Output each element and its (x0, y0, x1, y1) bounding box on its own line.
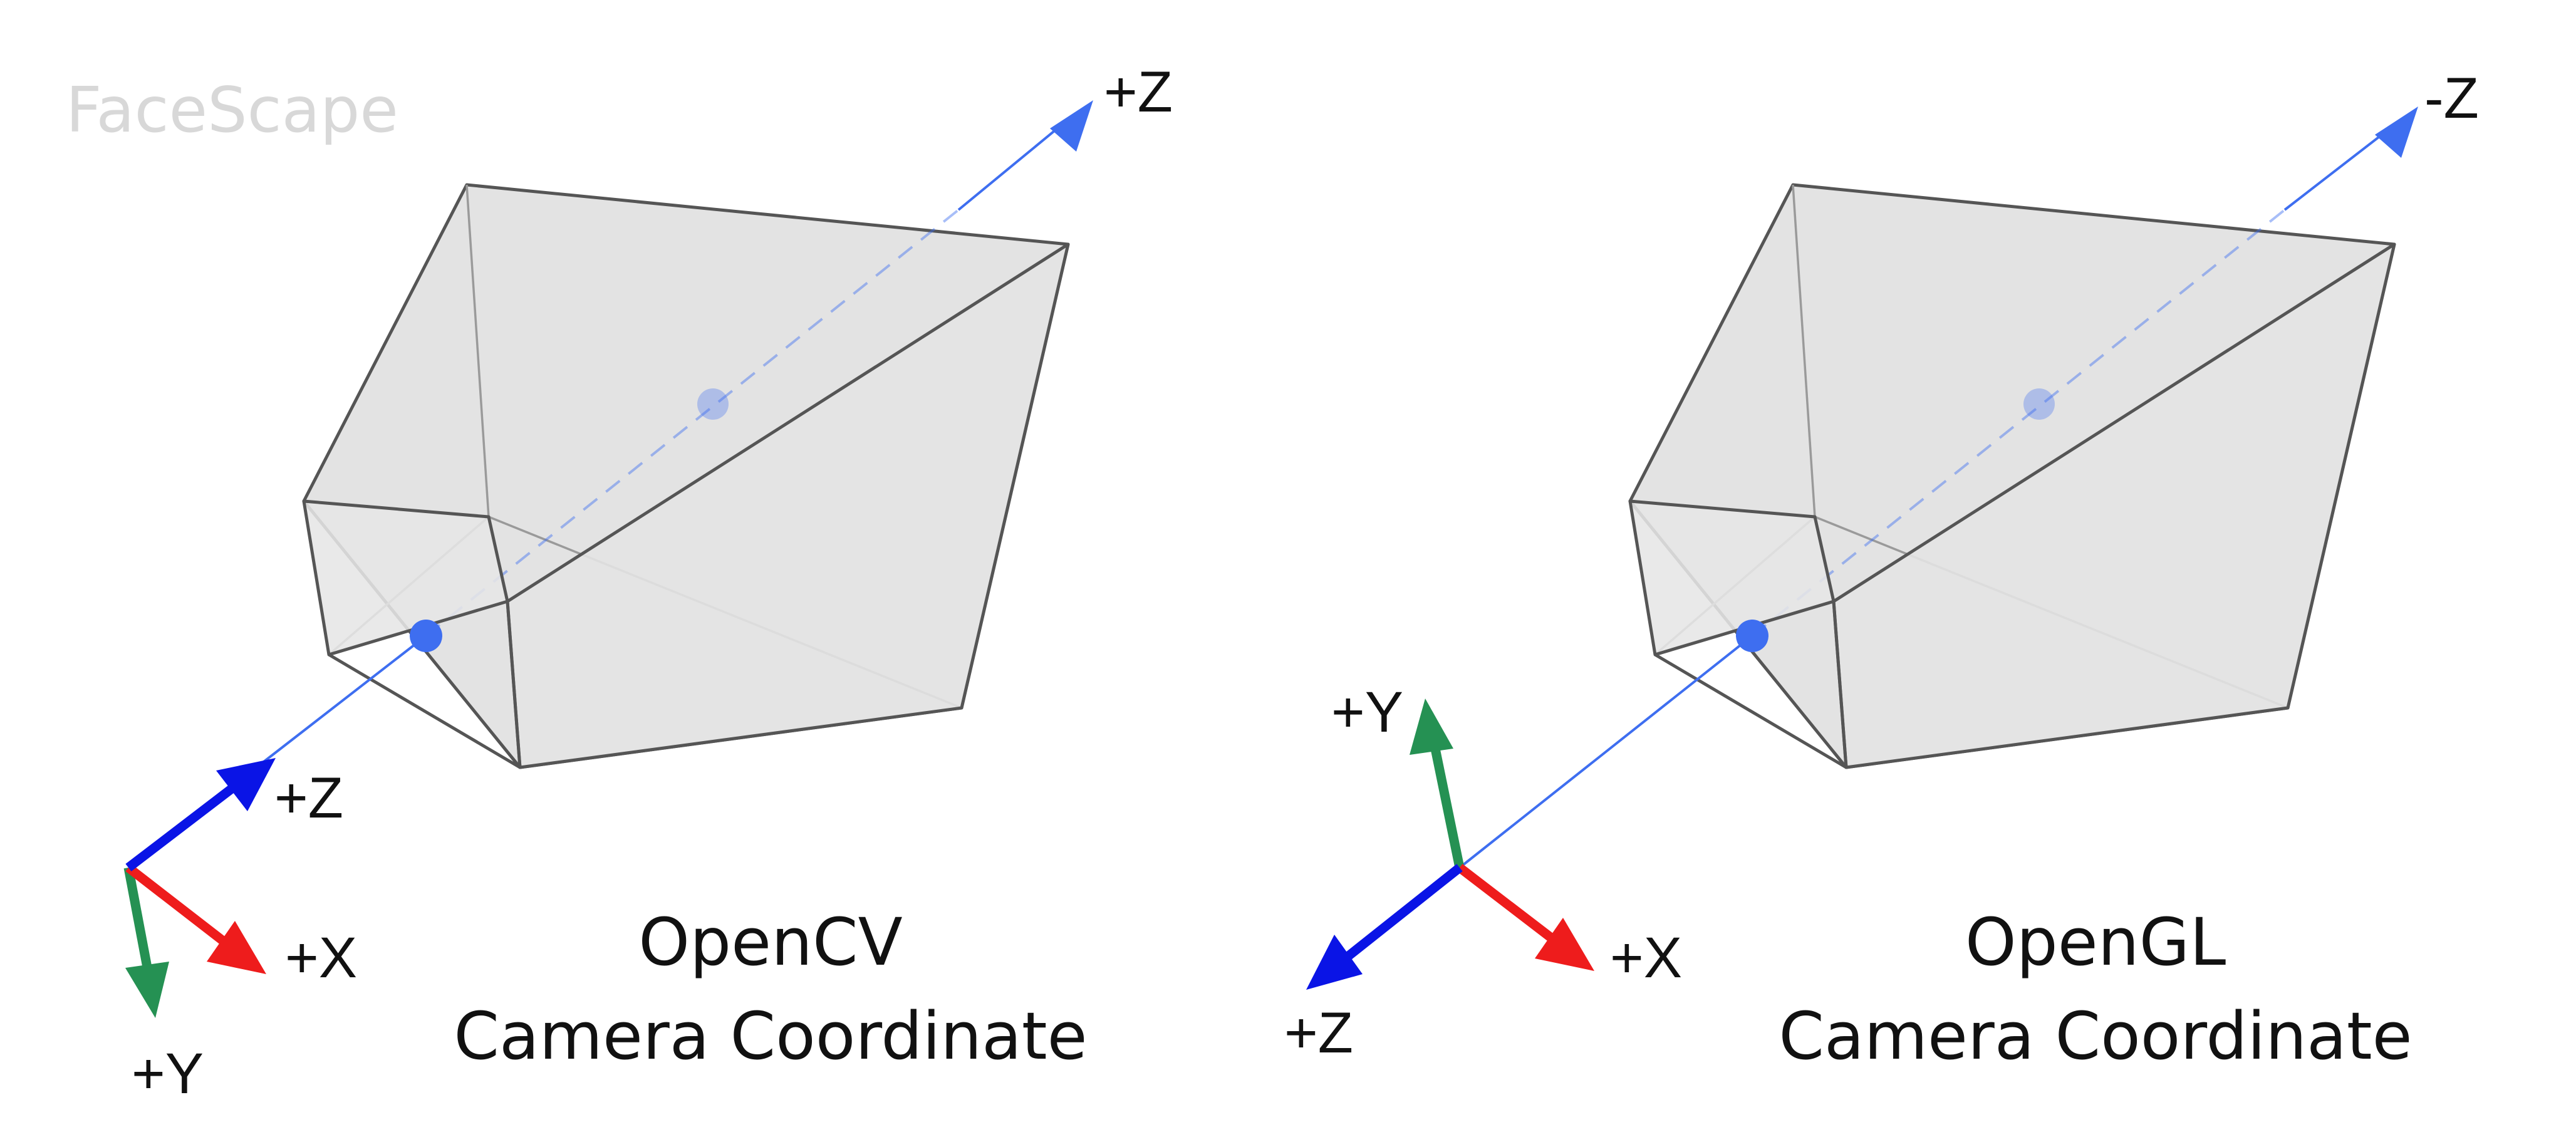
opengl-caption-subtitle: Camera Coordinate (1779, 998, 2412, 1074)
opengl-hidden-edge (1792, 184, 1816, 517)
opencv-axes-gizmo: +Z +X +Y (123, 758, 357, 1106)
opengl-y-axis-label: +Y (1331, 680, 1403, 744)
opencv-optical-axis-label: +Z (1104, 60, 1173, 124)
opengl-far-plane-center (2023, 388, 2055, 420)
opencv-z-axis-line (125, 782, 238, 871)
opengl-optical-axis-arrowhead (2375, 106, 2418, 158)
opengl-y-axis-line (1430, 744, 1465, 869)
opencv-far-plane-center (697, 388, 729, 420)
opencv-x-axis-line (125, 864, 229, 947)
opengl-x-axis-label: +X (1610, 926, 1682, 990)
opencv-front-edge (506, 601, 522, 768)
opencv-y-axis-line (123, 866, 154, 979)
opengl-optical-axis (1458, 635, 1753, 869)
opengl-frustum (1628, 183, 2396, 769)
opengl-x-axis-arrowhead (1535, 918, 1594, 971)
opengl-caption-title: OpenGL (1965, 904, 2226, 980)
opengl-z-axis-arrowhead (1306, 935, 1363, 990)
opencv-optical-axis (243, 635, 427, 778)
opencv-optical-axis-outer (957, 121, 1066, 211)
opencv-front-edge (328, 653, 521, 769)
opencv-y-axis-arrowhead (125, 962, 169, 1018)
opencv-x-axis-label: +X (285, 926, 357, 990)
opencv-y-axis-label: +Y (132, 1042, 204, 1106)
opengl-optical-axis-outer (2283, 127, 2391, 211)
opengl-front-edge (1832, 601, 1848, 768)
opencv-caption-subtitle: Camera Coordinate (454, 998, 1087, 1074)
opencv-hidden-edge (465, 184, 490, 517)
opencv-optical-axis-arrowhead (1050, 100, 1093, 152)
opengl-near-plane-center (1736, 620, 1768, 652)
opengl-x-axis-line (1457, 864, 1557, 943)
opengl-panel: -Z +Y +X +Z OpenGL Camera Coordinate (1284, 66, 2479, 1074)
opengl-y-axis-arrowhead (1410, 698, 1453, 755)
watermark-text: FaceScape (66, 73, 398, 147)
opencv-z-axis-label: +Z (274, 766, 343, 830)
opengl-axes-gizmo: +Y +X +Z (1284, 680, 1682, 1065)
opencv-x-axis-arrowhead (207, 921, 266, 974)
opencv-caption-title: OpenCV (638, 904, 903, 980)
opengl-z-axis-line (1344, 864, 1463, 961)
opencv-panel: +Z +Z +X +Y OpenCV Camera Coordinate (123, 60, 1173, 1106)
opengl-optical-axis-label: -Z (2424, 66, 2479, 130)
opencv-frustum (302, 183, 1070, 769)
opencv-z-axis-arrowhead (216, 758, 276, 811)
opengl-front-edge (1654, 653, 1847, 769)
opencv-near-plane-center (410, 620, 442, 652)
opengl-z-axis-label: +Z (1284, 1001, 1353, 1065)
